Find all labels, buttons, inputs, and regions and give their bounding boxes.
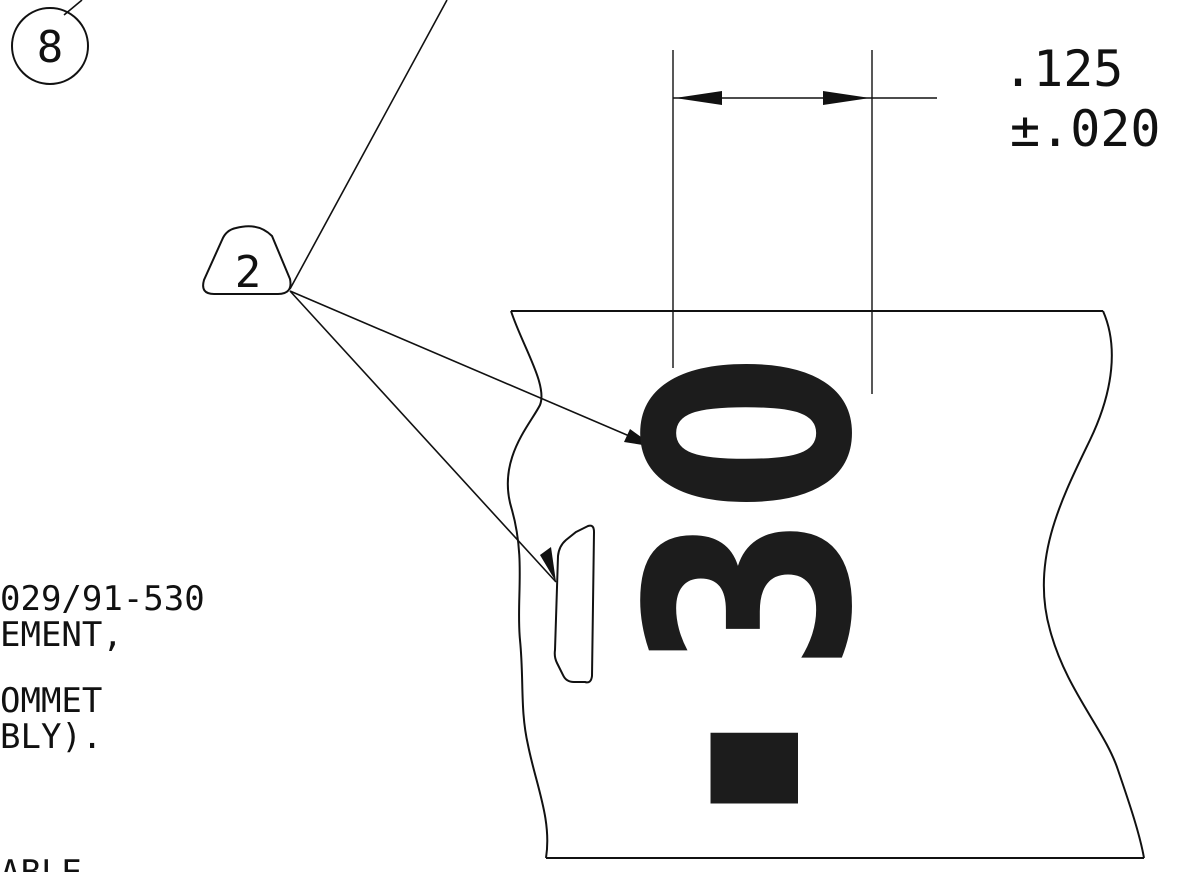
marking-number: 30 xyxy=(589,353,915,673)
orientation-stripe xyxy=(553,524,596,684)
cable-marking: 30 I xyxy=(589,353,915,838)
leader-to-stripe xyxy=(289,290,557,583)
drawing-notes: 029/91-530 EMENT, OMMET BLY). ABLE xyxy=(0,579,205,872)
cable-break-right xyxy=(1042,310,1145,859)
width-dimension: .125 ±.020 xyxy=(672,40,1161,394)
flag-note-triangle xyxy=(202,225,292,295)
cable-break-left xyxy=(506,310,549,859)
item-balloon: 8 xyxy=(11,0,89,85)
leader-arrow-stripe xyxy=(540,547,556,582)
note-line-4: BLY). xyxy=(0,717,102,757)
dimension-value: .125 xyxy=(1003,40,1123,98)
dimension-arrow-right xyxy=(823,91,870,105)
flag-top-leader xyxy=(289,0,448,290)
dimension-tolerance: ±.020 xyxy=(1010,100,1161,158)
leader-to-number xyxy=(289,290,656,448)
marking-prefix: I xyxy=(688,698,827,838)
leader-arrow-number xyxy=(624,429,655,447)
note-line-1: 029/91-530 xyxy=(0,579,205,619)
flag-note-number: 2 xyxy=(235,247,262,298)
balloon-circle xyxy=(11,7,89,85)
flag-leaders xyxy=(289,290,656,583)
note-line-5: ABLE xyxy=(0,853,82,872)
balloon-number: 8 xyxy=(37,22,64,73)
flag-note: 2 xyxy=(202,225,292,298)
cable-section xyxy=(506,310,1145,859)
dimension-arrow-left xyxy=(675,91,722,105)
note-line-2: EMENT, xyxy=(0,615,123,655)
note-line-3: OMMET xyxy=(0,681,102,721)
